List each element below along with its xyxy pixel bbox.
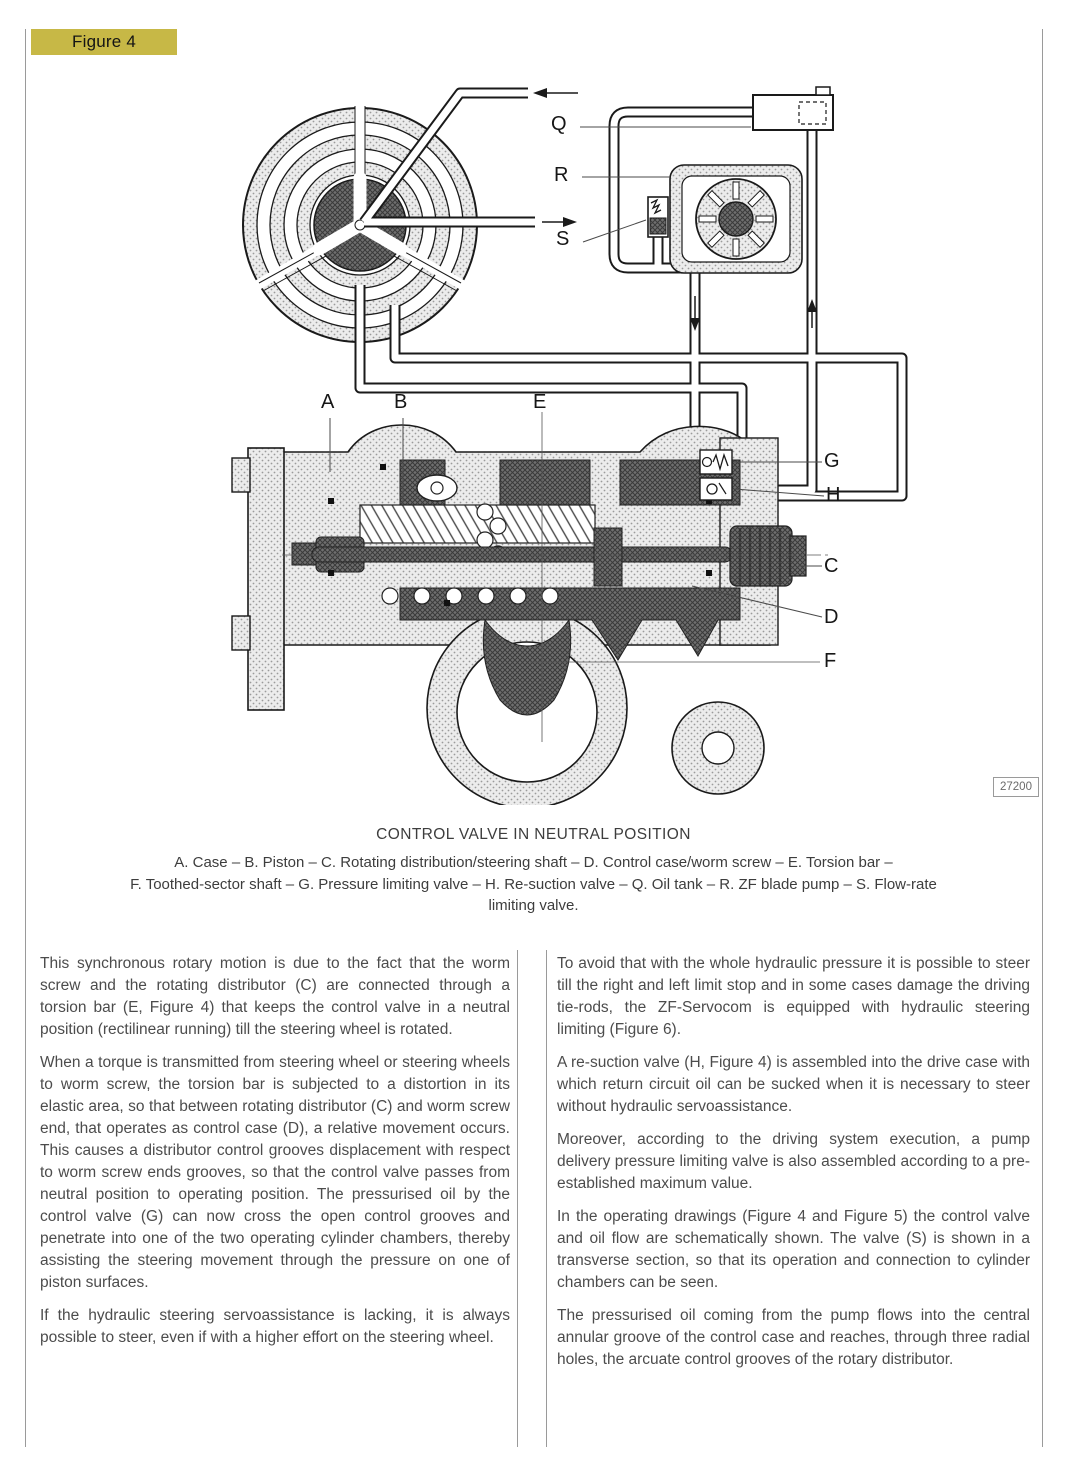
paragraph: To avoid that with the whole hydraulic p… xyxy=(557,955,1030,1038)
figure-area: Q R S A B E G H C D F xyxy=(30,60,1035,809)
blade-pump xyxy=(669,164,803,274)
re-suction-valve xyxy=(699,477,733,501)
label-piston: B xyxy=(394,391,408,413)
label-steering-shaft: C xyxy=(824,555,839,577)
label-leaders xyxy=(329,126,825,618)
paragraph: Moreover, according to the driving syste… xyxy=(557,1131,1030,1192)
paragraph: This synchronous rotary motion is due to… xyxy=(40,955,510,1038)
hydraulic-pipes xyxy=(354,87,908,502)
body-column-left: This synchronous rotary motion is due to… xyxy=(40,953,510,1360)
label-blade-pump: R xyxy=(554,164,569,186)
paragraph: When a torque is transmitted from steeri… xyxy=(40,1054,510,1291)
label-flow-valve: S xyxy=(556,228,570,250)
page-rule-right xyxy=(1042,29,1043,1447)
paragraph: In the operating drawings (Figure 4 and … xyxy=(557,1208,1030,1291)
figure-caption: CONTROL VALVE IN NEUTRAL POSITION A. Cas… xyxy=(25,826,1042,917)
caption-legend-line1: A. Case – B. Piston – C. Rotating distri… xyxy=(174,854,893,871)
page-rule-left xyxy=(25,29,26,1447)
paragraph: A re-suction valve (H, Figure 4) is asse… xyxy=(557,1054,1030,1115)
label-case: A xyxy=(321,391,335,413)
caption-legend-line3: limiting valve. xyxy=(488,897,579,914)
figure-ref-number: 27200 xyxy=(993,777,1039,797)
gear-housing xyxy=(231,412,830,809)
caption-legend-line2: F. Toothed-sector shaft – G. Pressure li… xyxy=(130,875,937,893)
label-torsion-bar: E xyxy=(533,391,547,413)
flow-limit-valve xyxy=(647,196,669,238)
paragraph: If the hydraulic steering servoassistanc… xyxy=(40,1307,510,1346)
label-control-case: D xyxy=(824,606,839,628)
flow-arrows xyxy=(533,88,817,331)
oil-tank xyxy=(752,86,834,131)
pressure-limit-valve xyxy=(699,449,733,475)
body-column-right: To avoid that with the whole hydraulic p… xyxy=(557,953,1030,1382)
figure-badge: Figure 4 xyxy=(31,29,177,55)
label-oil-tank: Q xyxy=(551,113,567,135)
caption-title: CONTROL VALVE IN NEUTRAL POSITION xyxy=(376,826,691,843)
column-rule-right xyxy=(546,950,547,1447)
control-valve-diagram xyxy=(231,86,908,809)
paragraph: The pressurised oil coming from the pump… xyxy=(557,1307,1030,1368)
column-rule-left xyxy=(517,950,518,1447)
label-pressure-valve: G xyxy=(824,450,840,472)
label-sector-shaft: F xyxy=(824,650,837,672)
label-resuction-valve: H xyxy=(826,484,841,506)
